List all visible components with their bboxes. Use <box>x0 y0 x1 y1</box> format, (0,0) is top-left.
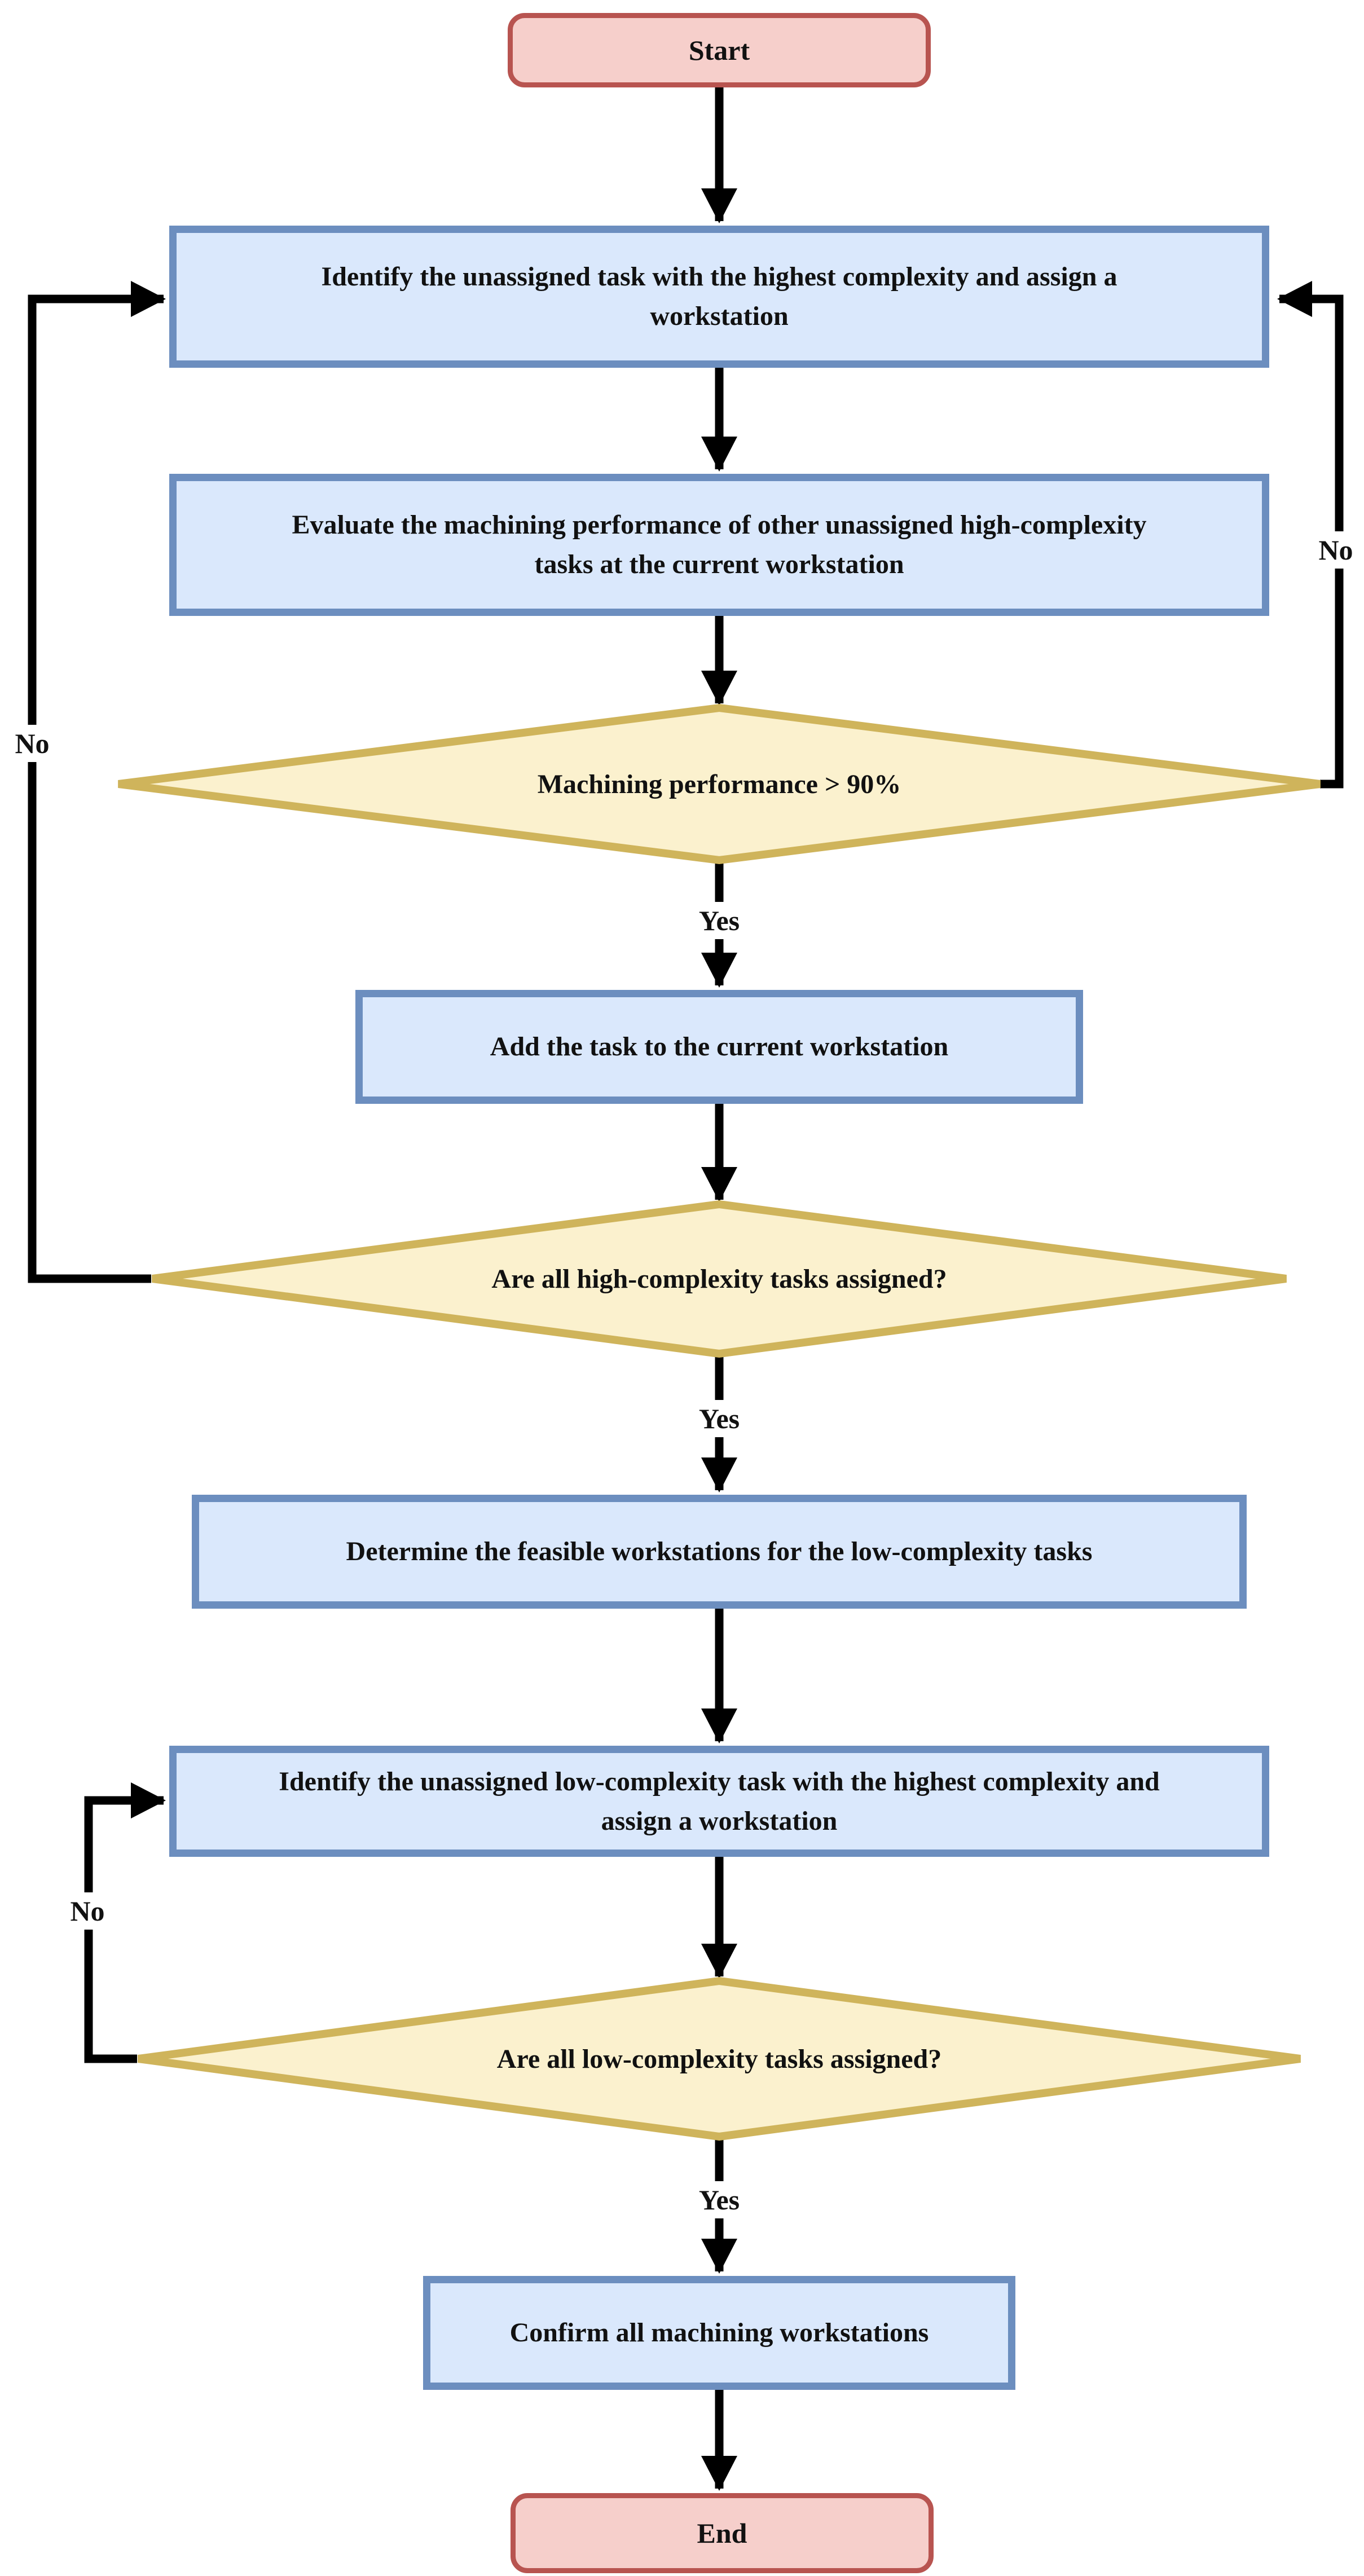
decision-high-tasks-check: Are all high-complexity tasks assigned? <box>152 1204 1286 1354</box>
process-confirm-workstations: Confirm all machining workstations <box>423 2276 1015 2390</box>
edge-label-performance-yes: Yes <box>695 902 743 939</box>
process-evaluate-performance: Evaluate the machining performance of ot… <box>169 474 1269 616</box>
process-identify-high-label: Identify the unassigned task with the hi… <box>321 262 1117 331</box>
edge-label-performance-no: No <box>1315 531 1357 569</box>
process-identify-low-label: Identify the unassigned low-complexity t… <box>279 1766 1160 1836</box>
process-confirm-workstations-label: Confirm all machining workstations <box>509 2318 929 2348</box>
decision-low-tasks-check-label: Are all low-complexity tasks assigned? <box>496 2044 942 2074</box>
diamond-high-tasks-check-shape <box>152 1200 1287 1358</box>
process-add-task-label: Add the task to the current workstation <box>490 1032 949 1062</box>
end-terminator: End <box>511 2493 934 2573</box>
decision-high-tasks-check-label: Are all high-complexity tasks assigned? <box>491 1264 947 1294</box>
arrow-low-check-no-loop <box>84 1782 166 2063</box>
diamond-low-tasks-check-shape <box>138 1976 1301 2141</box>
arrow-high-check-no-loop <box>28 281 166 1283</box>
decision-performance-check-label: Machining performance > 90% <box>537 769 901 799</box>
process-add-task: Add the task to the current workstation <box>355 990 1083 1104</box>
process-identify-low: Identify the unassigned low-complexity t… <box>169 1746 1269 1857</box>
diamond-performance-check-shape <box>118 703 1321 865</box>
edge-label-high-tasks-yes: Yes <box>695 1400 743 1437</box>
edge-label-low-tasks-yes: Yes <box>695 2181 743 2218</box>
decision-shapes <box>118 703 1321 2141</box>
process-identify-high: Identify the unassigned task with the hi… <box>169 226 1269 368</box>
process-determine-feasible: Determine the feasible workstations for … <box>192 1495 1247 1609</box>
decision-performance-check: Machining performance > 90% <box>118 708 1320 860</box>
start-label: Start <box>688 34 750 66</box>
process-evaluate-performance-label: Evaluate the machining performance of ot… <box>292 510 1147 579</box>
decision-low-tasks-check: Are all low-complexity tasks assigned? <box>138 1981 1300 2137</box>
start-terminator: Start <box>508 13 931 87</box>
process-determine-feasible-label: Determine the feasible workstations for … <box>346 1536 1093 1567</box>
edge-label-low-tasks-no: No <box>67 1892 108 1930</box>
edge-label-high-tasks-no: No <box>11 725 53 762</box>
end-label: End <box>697 2517 747 2549</box>
